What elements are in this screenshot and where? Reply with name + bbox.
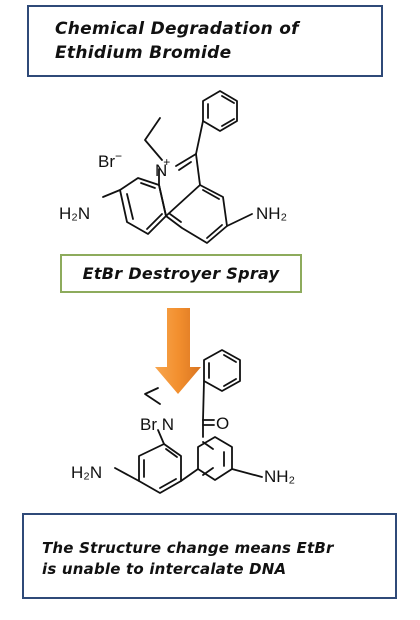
amine-right-top: NH₂ (256, 204, 287, 223)
ethidium-structure (102, 90, 253, 244)
title-line-2: Ethidium Bromide (55, 43, 232, 63)
phenyl-ring (202, 90, 238, 132)
amine-left-top: H₂N (59, 204, 90, 223)
product-structure (114, 349, 263, 494)
product-phenyl-ring (203, 349, 241, 392)
product-right-ring (197, 436, 233, 481)
reagent-box: EtBr Destroyer Spray (60, 254, 302, 293)
conclusion-line-2: is unable to intercalate DNA (42, 560, 287, 578)
carbonyl-oxygen: O (216, 414, 229, 433)
bromide-nitrogen-label: Br N (140, 415, 174, 434)
left-ring (119, 177, 167, 235)
right-ring (165, 184, 228, 244)
conclusion-box: The Structure change means EtBr is unabl… (22, 513, 397, 599)
amine-right-bottom: NH₂ (264, 467, 295, 486)
product-left-ring (138, 443, 182, 494)
conclusion-line-1: The Structure change means EtBr (42, 539, 334, 557)
reaction-arrow-icon (155, 308, 201, 394)
amine-left-bottom: H₂N (71, 463, 102, 482)
bromide-counterion: Br− (98, 149, 122, 171)
title-line-1: Chemical Degradation of (55, 19, 299, 39)
title-box: Chemical Degradation of Ethidium Bromide (27, 5, 383, 77)
reagent-label: EtBr Destroyer Spray (82, 264, 280, 283)
quaternary-nitrogen: N+ (155, 155, 170, 180)
